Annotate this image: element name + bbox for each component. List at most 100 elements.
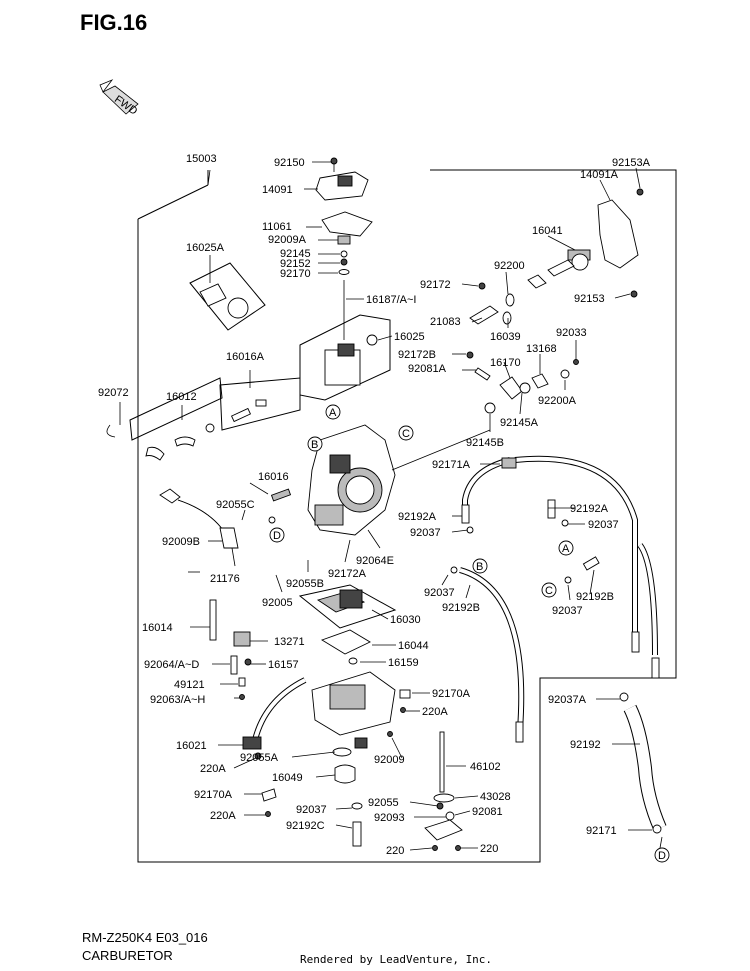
label-92037-a: 92037	[410, 527, 441, 539]
label-16039: 16039	[490, 331, 521, 343]
label-92009A: 92009A	[268, 234, 307, 246]
svg-text:B: B	[476, 561, 483, 573]
label-16030: 16030	[390, 614, 421, 626]
label-92145B: 92145B	[466, 437, 504, 449]
label-43028: 43028	[480, 791, 511, 803]
leader-lines	[119, 161, 663, 851]
overflow-hose	[619, 692, 667, 834]
fwd-arrow-icon: FWD	[99, 79, 139, 118]
svg-text:A: A	[562, 543, 570, 555]
label-16041: 16041	[532, 225, 563, 237]
label-92063AH: 92063/A~H	[150, 694, 205, 706]
svg-text:A: A	[329, 407, 337, 419]
label-92170: 92170	[280, 268, 311, 280]
label-92064AD: 92064/A~D	[144, 659, 199, 671]
label-92055B: 92055B	[286, 578, 324, 590]
label-92033: 92033	[556, 327, 587, 339]
label-92037-b: 92037	[588, 519, 619, 531]
label-13168: 13168	[526, 343, 557, 355]
label-92055: 92055	[368, 797, 399, 809]
carburetor-body	[307, 424, 491, 536]
label-21176: 21176	[210, 573, 240, 585]
label-92055A: 92055A	[240, 752, 279, 764]
left-hose	[159, 488, 239, 573]
label-92055C: 92055C	[216, 499, 255, 511]
callout-D-top: D	[269, 527, 285, 543]
label-92009: 92009	[374, 754, 405, 766]
diaphragm-box	[189, 262, 266, 331]
label-92093: 92093	[374, 812, 405, 824]
label-14091: 14091	[262, 184, 293, 196]
label-92081: 92081	[472, 806, 503, 818]
label-16159: 16159	[388, 657, 419, 669]
label-92171A: 92171A	[432, 459, 471, 471]
label-92145: 92145	[280, 248, 311, 260]
label-92153: 92153	[574, 293, 605, 305]
label-92064E: 92064E	[356, 555, 394, 567]
label-49121: 49121	[174, 679, 205, 691]
svg-text:D: D	[658, 850, 666, 862]
label-92200: 92200	[494, 260, 525, 272]
label-92172: 92172	[420, 279, 451, 291]
callout-B-top: B	[307, 436, 323, 452]
throttle-cam-group	[466, 188, 644, 414]
label-220A-left2: 220A	[210, 810, 236, 822]
main-frame	[137, 169, 677, 863]
callout-A-right: A	[558, 540, 574, 556]
label-92037A: 92037A	[548, 694, 587, 706]
label-16016: 16016	[258, 471, 289, 483]
label-92037-e: 92037	[296, 804, 327, 816]
section-title: CARBURETOR	[82, 948, 173, 963]
svg-text:B: B	[311, 439, 318, 451]
label-16016A: 16016A	[226, 351, 265, 363]
render-credit: Rendered by LeadVenture, Inc.	[300, 953, 493, 966]
label-16049: 16049	[272, 772, 303, 784]
label-16025: 16025	[394, 331, 425, 343]
label-92192A-left: 92192A	[398, 511, 437, 523]
label-46102: 46102	[470, 761, 501, 773]
throttle-sensor-box	[299, 314, 391, 401]
label-16025A: 16025A	[186, 242, 225, 254]
label-92171: 92171	[586, 825, 617, 837]
label-16014: 16014	[142, 622, 173, 634]
label-92152: 92152	[280, 258, 311, 270]
label-92170A-left: 92170A	[194, 789, 233, 801]
svg-text:C: C	[545, 585, 553, 597]
label-16157: 16157	[268, 659, 299, 671]
label-92081A: 92081A	[408, 363, 447, 375]
label-14091A: 14091A	[580, 169, 619, 181]
svg-text:D: D	[273, 530, 281, 542]
label-92145A: 92145A	[500, 417, 539, 429]
label-92170A-right: 92170A	[432, 688, 471, 700]
figure-title: FIG.16	[80, 10, 148, 35]
label-92037-d: 92037	[552, 605, 583, 617]
label-16012: 16012	[166, 391, 197, 403]
top-cover-group	[315, 157, 373, 340]
label-220A-right: 220A	[422, 706, 448, 718]
label-21083: 21083	[430, 316, 461, 328]
label-16021: 16021	[176, 740, 207, 752]
label-15003: 15003	[186, 153, 217, 165]
label-92192B-right: 92192B	[576, 591, 614, 603]
label-92037-c: 92037	[424, 587, 455, 599]
callout-D-bottom: D	[654, 847, 670, 863]
svg-text:C: C	[402, 428, 410, 440]
label-92072: 92072	[98, 387, 129, 399]
label-92009B: 92009B	[162, 536, 200, 548]
label-16044: 16044	[398, 640, 429, 652]
label-92192A-right: 92192A	[570, 503, 609, 515]
label-16187: 16187/A~I	[366, 294, 416, 306]
pipe-group	[106, 377, 301, 524]
label-220-left: 220	[386, 845, 404, 857]
part-labels: 15003 92150 14091 11061 92009A 92145 921…	[98, 153, 651, 857]
vent-hoses	[450, 455, 660, 743]
label-92172B: 92172B	[398, 349, 436, 361]
label-13271: 13271	[274, 636, 305, 648]
float-bowl-group	[209, 584, 411, 847]
label-92192C: 92192C	[286, 820, 325, 832]
label-92005: 92005	[262, 597, 293, 609]
label-92192: 92192	[570, 739, 601, 751]
label-92153A: 92153A	[612, 157, 651, 169]
label-16170: 16170	[490, 357, 521, 369]
label-92192B-left: 92192B	[442, 602, 480, 614]
